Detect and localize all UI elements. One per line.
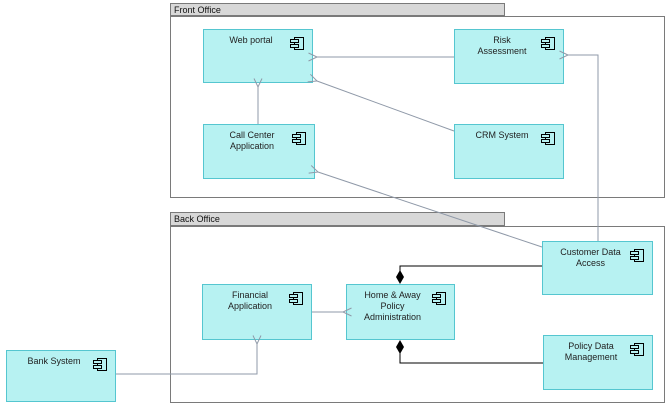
component-icon <box>541 131 555 145</box>
node-crm-system[interactable]: CRM System <box>454 124 564 179</box>
node-bank-system[interactable]: Bank System <box>6 350 116 402</box>
group-back-office-header[interactable]: Back Office <box>170 212 505 226</box>
node-home-away-policy-administration[interactable]: Home & Away Policy Administration <box>346 284 455 340</box>
node-crm-system-label: CRM System <box>475 130 529 140</box>
component-icon <box>630 248 644 262</box>
node-bank-system-label: Bank System <box>27 356 81 366</box>
group-back-office-label: Back Office <box>174 214 220 224</box>
node-policy-data-management[interactable]: Policy Data Management <box>543 335 653 390</box>
node-call-center-application-label: Call Center Application <box>229 130 275 151</box>
node-risk-assessment[interactable]: Risk Assessment <box>454 29 564 84</box>
node-financial-application[interactable]: Financial Application <box>202 284 312 340</box>
node-policy-data-management-label: Policy Data Management <box>564 341 618 362</box>
component-icon <box>289 291 303 305</box>
component-icon <box>541 36 555 50</box>
node-financial-application-label: Financial Application <box>227 290 273 311</box>
component-icon <box>432 291 446 305</box>
component-icon <box>292 131 306 145</box>
component-icon <box>630 342 644 356</box>
node-home-away-policy-administration-label: Home & Away Policy Administration <box>363 290 422 322</box>
group-front-office-header[interactable]: Front Office <box>170 3 505 16</box>
node-call-center-application[interactable]: Call Center Application <box>203 124 315 179</box>
node-web-portal[interactable]: Web portal <box>203 29 313 83</box>
node-risk-assessment-label: Risk Assessment <box>477 35 527 56</box>
group-front-office-label: Front Office <box>174 5 221 15</box>
node-customer-data-access[interactable]: Customer Data Access <box>542 241 653 295</box>
component-icon <box>93 357 107 371</box>
node-web-portal-label: Web portal <box>229 35 273 45</box>
component-icon <box>290 36 304 50</box>
node-customer-data-access-label: Customer Data Access <box>560 247 621 268</box>
